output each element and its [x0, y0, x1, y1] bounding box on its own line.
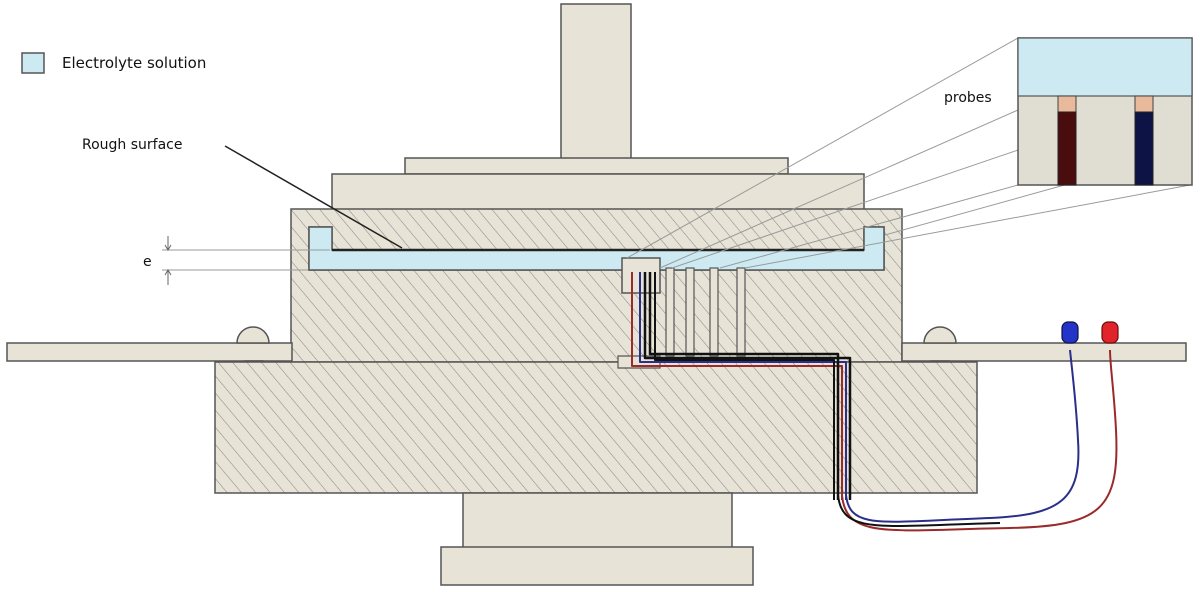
internal-wires: [631, 272, 852, 500]
inset-probe-red: [1057, 95, 1077, 186]
zoom-leader-lines: [626, 37, 1191, 269]
legend: Electrolyte solution: [21, 52, 206, 74]
right-arm: [901, 342, 1187, 362]
external-wires: [837, 349, 1118, 532]
blue-wire: [845, 349, 1080, 523]
rough-surface-label: Rough surface: [82, 137, 183, 153]
red-wire: [841, 349, 1118, 532]
legend-label: Electrolyte solution: [62, 54, 206, 72]
pedestal-lower: [440, 546, 754, 586]
top-cap: [404, 157, 789, 175]
gap-dimension: e: [143, 236, 330, 285]
gap-label: e: [143, 254, 152, 270]
left-arm: [6, 342, 293, 362]
probes-label: probes: [944, 90, 992, 106]
probe-zoom-inset: [1017, 37, 1193, 186]
pedestal-upper: [462, 492, 733, 549]
blue-connector: [1061, 321, 1079, 344]
red-connector: [1101, 321, 1119, 344]
shaft: [560, 3, 632, 160]
inset-probe-blue: [1134, 95, 1154, 186]
lower-base: [214, 361, 978, 494]
rough-surface-annotation: Rough surface: [82, 137, 403, 249]
cell-body-upper: [290, 208, 903, 363]
electrolyte-layer: [308, 226, 885, 271]
inset-electrolyte: [1017, 37, 1193, 97]
legend-swatch: [21, 52, 45, 74]
